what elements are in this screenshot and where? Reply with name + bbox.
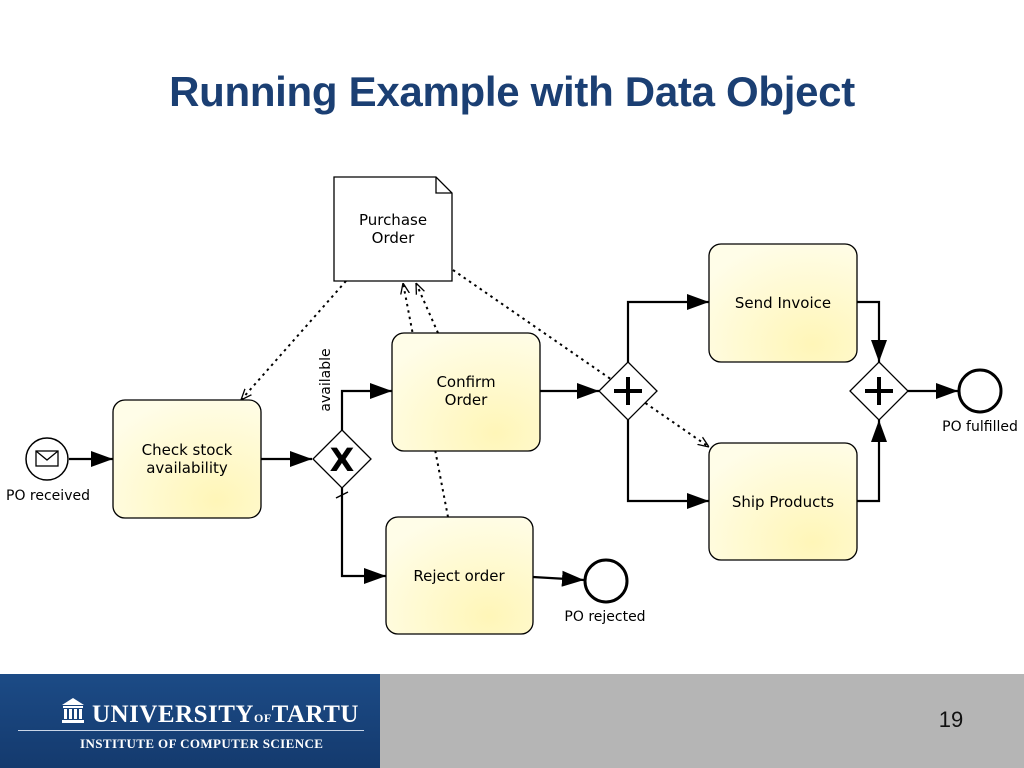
sequence-flows <box>69 294 958 587</box>
bpmn-diagram: Purchase Order PO received Check stock a… <box>6 176 1018 635</box>
parallel-join-gateway[interactable] <box>849 361 909 421</box>
xor-gateway-symbol: X <box>330 441 355 479</box>
task-confirm-order-line1: Confirm <box>436 373 495 391</box>
xor-gateway[interactable]: X <box>312 429 372 489</box>
flow-reject-to-end <box>532 570 585 587</box>
envelope-icon <box>35 450 59 467</box>
task-ship-products-label: Ship Products <box>732 493 834 511</box>
flow-xor-to-confirm <box>340 383 392 430</box>
slide-title: Running Example with Data Object <box>169 68 855 115</box>
data-object-label-line2: Order <box>372 229 415 247</box>
default-flow-marker <box>335 491 349 499</box>
association-po-to-check-stock <box>241 280 347 400</box>
task-check-stock-line1: Check stock <box>142 441 233 459</box>
task-send-invoice[interactable]: Send Invoice <box>708 243 858 363</box>
flow-send-invoice-to-and-join <box>857 300 887 362</box>
university-logo-text: UNIVERSITYOFTARTU <box>92 701 359 729</box>
task-send-invoice-label: Send Invoice <box>735 294 831 312</box>
flow-and-split-to-ship <box>626 420 709 509</box>
task-confirm-order[interactable]: Confirm Order <box>391 332 541 452</box>
task-confirm-order-line2: Order <box>445 391 488 409</box>
footer-divider <box>18 730 364 731</box>
task-ship-products[interactable]: Ship Products <box>708 442 858 561</box>
start-event-po-received[interactable] <box>25 437 69 481</box>
end-event-po-fulfilled[interactable] <box>957 368 1003 414</box>
parallel-split-gateway[interactable] <box>598 361 658 421</box>
page-number: 19 <box>938 707 964 732</box>
association-confirm-to-po <box>415 283 439 334</box>
tartu-word: TARTU <box>271 701 359 728</box>
data-object-label-line1: Purchase <box>359 211 427 229</box>
university-word: UNIVERSITY <box>92 701 254 728</box>
end-event-po-rejected[interactable] <box>583 558 629 604</box>
institute-name: INSTITUTE OF COMPUTER SCIENCE <box>80 736 324 751</box>
footer-gray-panel <box>380 674 1024 768</box>
task-check-stock[interactable]: Check stock availability <box>112 399 262 519</box>
data-object-purchase-order[interactable]: Purchase Order <box>333 176 453 282</box>
task-check-stock-line2: availability <box>146 459 228 477</box>
start-event-label: PO received <box>6 488 90 504</box>
university-building-icon <box>62 698 84 723</box>
end-event-rejected-label: PO rejected <box>564 609 645 625</box>
end-event-fulfilled-label: PO fulfilled <box>942 419 1018 435</box>
flow-ship-to-and-join <box>857 420 887 503</box>
task-reject-order-label: Reject order <box>413 567 505 585</box>
of-word: OF <box>253 711 272 725</box>
xor-condition-label: available <box>318 348 334 411</box>
plus-icon <box>865 377 893 405</box>
plus-icon <box>614 377 642 405</box>
task-reject-order[interactable]: Reject order <box>385 516 534 635</box>
flow-and-split-to-send-invoice <box>626 294 709 362</box>
flow-xor-to-reject <box>340 488 386 584</box>
